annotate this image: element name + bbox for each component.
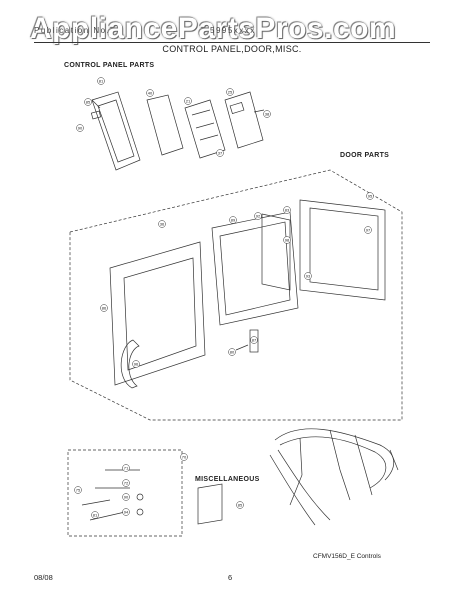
door-latch bbox=[235, 329, 259, 353]
part-callout-number: 90 bbox=[78, 125, 83, 130]
part-callout-number: 98 bbox=[285, 237, 290, 242]
part-callout-number: 94 bbox=[124, 509, 129, 514]
watermark: AppliancePartsPros.com bbox=[30, 12, 397, 45]
door-frame bbox=[109, 241, 206, 386]
owners-manual bbox=[197, 483, 223, 525]
part-callout-number: 95 bbox=[368, 193, 373, 198]
part-callout-number: 92 bbox=[256, 213, 261, 218]
part-callout-number: 96 bbox=[134, 361, 139, 366]
control-circuit-board bbox=[184, 99, 226, 159]
part-callout-number: 80 bbox=[230, 349, 235, 354]
footer-page-number: 6 bbox=[228, 573, 233, 582]
door-choke bbox=[211, 211, 299, 326]
part-callout-number: 72 bbox=[124, 480, 129, 485]
part-callout-number: 89 bbox=[231, 217, 236, 222]
part-callout-number: 86 bbox=[102, 305, 107, 310]
keypad-panel bbox=[224, 91, 265, 149]
part-callout-number: 38 bbox=[265, 111, 270, 116]
part-callout-number: 36 bbox=[160, 221, 165, 226]
part-callout-number: 25 bbox=[228, 89, 233, 94]
control-overlay-panel bbox=[146, 94, 184, 156]
section-miscellaneous: MISCELLANEOUS bbox=[195, 476, 260, 483]
part-callout-number: 70 bbox=[182, 454, 187, 459]
part-callout-number: 83 bbox=[285, 207, 290, 212]
page-title: CONTROL PANEL,DOOR,MISC. bbox=[162, 44, 302, 54]
part-callouts: 81 85 40 90 21 25 38 37 36 89 92 83 95 97 98 93 86 87 80 96… bbox=[74, 77, 374, 519]
mounting-hardware bbox=[81, 469, 144, 521]
part-callout-number: 93 bbox=[306, 273, 311, 278]
footer-date: 08/08 bbox=[34, 573, 53, 582]
part-callout-number: 85 bbox=[238, 502, 243, 507]
part-callout-number: 71 bbox=[124, 465, 129, 470]
publication-label: Publication No. bbox=[34, 26, 111, 35]
door-window bbox=[261, 199, 386, 301]
wire-harness bbox=[269, 428, 399, 526]
part-callout-number: 97 bbox=[366, 227, 371, 232]
part-callout-number: 81 bbox=[93, 512, 98, 517]
part-callout-number: 21 bbox=[186, 98, 191, 103]
part-callout-number: 37 bbox=[218, 150, 223, 155]
part-callout-number: 85 bbox=[86, 99, 91, 104]
part-callout-number: 81 bbox=[99, 78, 104, 83]
part-callout-number: 40 bbox=[148, 90, 153, 95]
section-control-panel-parts: CONTROL PANEL PARTS bbox=[64, 62, 155, 69]
publication-number: 5995xxxx bbox=[210, 26, 256, 35]
diagram-caption: CFMV156D_E Controls bbox=[313, 553, 381, 560]
part-callout-number: 87 bbox=[252, 337, 257, 342]
part-callout-number: 75 bbox=[76, 487, 81, 492]
control-panel-frame bbox=[90, 91, 141, 171]
section-door-parts: DOOR PARTS bbox=[340, 152, 390, 159]
header-rule bbox=[34, 42, 430, 43]
door-handle bbox=[120, 339, 140, 389]
part-callout-number: 90 bbox=[124, 494, 129, 499]
